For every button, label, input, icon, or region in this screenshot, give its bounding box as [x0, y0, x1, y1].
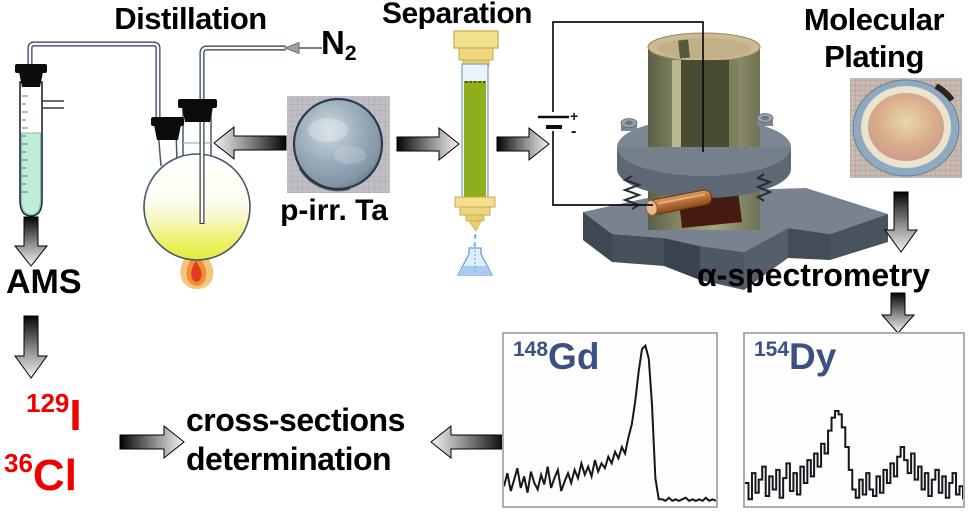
distillation-apparatus	[15, 41, 322, 289]
separation-title: Separation	[381, 0, 533, 30]
flask-body	[143, 153, 251, 261]
gd-spectrum-panel: 148Gd	[502, 332, 718, 508]
alpha-spectrometry-label: α-spectrometry	[697, 257, 931, 293]
battery-plus-sign: +	[570, 108, 578, 124]
arrow-column-to-cell	[496, 126, 550, 162]
nitrogen-supply-arrow	[283, 41, 322, 55]
arrow-spectra-to-cross	[430, 424, 506, 460]
flow-arrows	[13, 125, 918, 460]
n2-subscript: 2	[344, 42, 357, 65]
ta-foil-photo	[287, 96, 390, 193]
side-arm	[42, 100, 64, 109]
arrow-disc-to-alpha	[884, 191, 918, 253]
arrow-ams-to-isotopes	[14, 315, 48, 379]
iodine-mass: 129	[26, 388, 70, 418]
cell-flange-front	[617, 147, 791, 198]
n2-symbol: N	[321, 24, 345, 61]
spectrum-curve	[745, 411, 963, 499]
dy-spectrum-plot	[745, 334, 963, 506]
column-resin	[464, 81, 486, 197]
arrow-tube-to-ams	[13, 216, 49, 267]
tube-graduations	[22, 95, 28, 193]
molecular-plating-title: Molecular Plating	[788, 1, 960, 75]
battery-icon: + -	[538, 108, 578, 140]
test-tube-stopper	[15, 64, 47, 87]
dy-mass-superscript: 154	[754, 338, 790, 361]
gd-spectrum-label: 148Gd	[513, 336, 599, 378]
cross-sections-label: cross-sections determination	[186, 401, 405, 479]
nitrogen-glass-tube	[199, 45, 286, 222]
ams-label: AMS	[6, 263, 82, 301]
plated-deposit	[868, 93, 944, 161]
gd-spectrum-plot	[504, 334, 716, 506]
molecular-plating-line1: Molecular	[803, 2, 945, 37]
spectrum-curve	[504, 346, 716, 501]
dy-spectrum-panel: 154Dy	[743, 332, 965, 508]
copper-electrode	[645, 189, 713, 216]
eluate-drops	[473, 234, 477, 247]
two-neck-flask	[143, 99, 251, 289]
condenser-glass-tube	[27, 41, 161, 190]
n2-label: N2	[321, 24, 357, 66]
sample-label: p-irr. Ta	[280, 194, 388, 227]
battery-minus-sign: -	[571, 123, 576, 140]
arrow-alpha-to-spectrum	[880, 292, 916, 334]
flask-stoppers	[151, 99, 217, 140]
separation-column	[453, 30, 499, 276]
cross-sections-line2: determination	[186, 441, 392, 477]
dy-element-symbol: Dy	[789, 336, 837, 377]
electroplating-cell	[583, 32, 888, 290]
iodine-symbol: I	[69, 391, 82, 440]
arrow-ta-to-flask	[213, 125, 287, 161]
tube-liquid	[21, 132, 41, 215]
flange-bolts	[620, 113, 774, 131]
circuit-wires	[552, 21, 704, 206]
test-tube	[15, 64, 64, 217]
chlorine-symbol: Cl	[32, 451, 77, 500]
iodine-129-label: 129I	[26, 388, 82, 441]
gd-element-symbol: Gd	[548, 336, 600, 377]
plated-disc-photo	[850, 78, 962, 178]
cross-sections-line1: cross-sections	[186, 402, 405, 438]
dy-spectrum-label: 154Dy	[754, 336, 836, 378]
chlorine-mass: 36	[4, 448, 33, 478]
gd-mass-superscript: 148	[513, 338, 549, 361]
distillation-title: Distillation	[114, 1, 267, 36]
arrow-ta-to-column	[396, 126, 460, 162]
disc-notch	[934, 83, 955, 102]
molecular-plating-line2: Plating	[824, 39, 924, 74]
arrow-isotopes-to-cross	[119, 424, 185, 460]
chlorine-36-label: 36Cl	[4, 448, 77, 501]
eluate-flask	[456, 247, 494, 276]
